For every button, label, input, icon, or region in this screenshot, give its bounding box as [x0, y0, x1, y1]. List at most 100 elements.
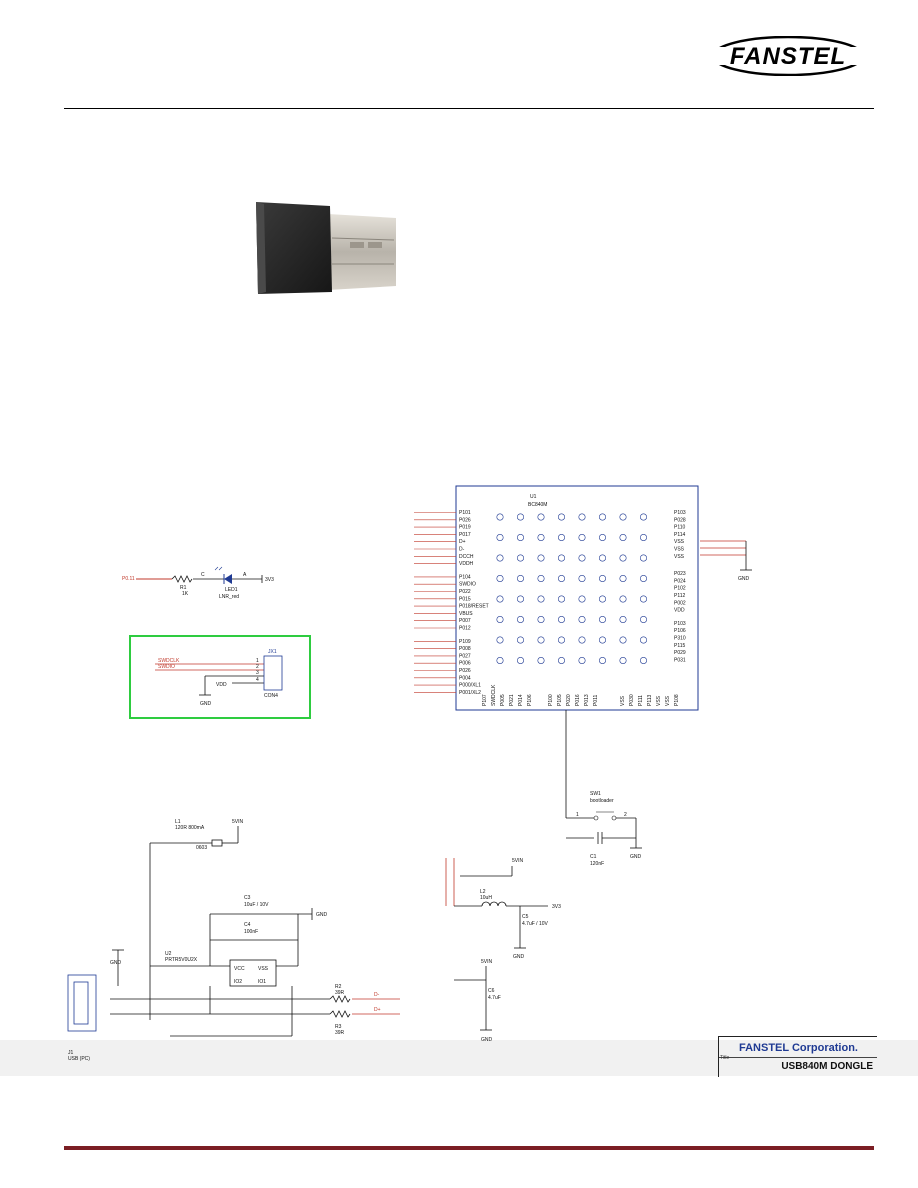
- module-pad: [578, 554, 586, 562]
- module-left-pin: P026: [459, 517, 471, 523]
- u2-val: PRTR5V0U2X: [165, 957, 198, 963]
- module-pad: [496, 595, 504, 603]
- module-pad: [496, 533, 504, 541]
- module-pad: [578, 636, 586, 644]
- l1-val: 120R 800mA: [175, 825, 205, 831]
- module-left-pin: P027: [459, 653, 471, 659]
- module-left-pin: P022: [459, 589, 471, 595]
- u2-pin-vcc: VCC: [234, 966, 245, 972]
- c1-val: 120nF: [590, 861, 604, 867]
- module-pad: [537, 513, 545, 521]
- module-bottom-pin: SWDCLK: [491, 684, 497, 706]
- module-pad: [578, 533, 586, 541]
- module-pad: [516, 574, 524, 582]
- module-pad: [557, 513, 565, 521]
- regulator-circuit: 5VIN L2 10uH 3V3 C5 4.7uF / 10V GND 5VIN…: [445, 858, 561, 1043]
- c6-ref: C6: [488, 988, 495, 994]
- module-left-pin: D+: [459, 539, 466, 545]
- module-right-pin: VSS: [674, 554, 685, 560]
- module-left-pin: VBUS: [459, 611, 473, 617]
- module-left-pin: P101: [459, 510, 471, 516]
- sw1-pin-2: 2: [624, 812, 627, 818]
- module-pad: [496, 656, 504, 664]
- module-pad: [598, 615, 606, 623]
- module-pad: [639, 595, 647, 603]
- title-block-label: Title: [720, 1055, 730, 1061]
- l1-ref: L1: [175, 819, 181, 825]
- title-block-title: USB840M DONGLE: [781, 1061, 873, 1072]
- module-pad: [557, 656, 565, 664]
- module-left-pins: P101P026P019P017D+D-DCCHVDDHP104SWDIOP02…: [414, 510, 489, 696]
- module-pad: [516, 656, 524, 664]
- module-right-pin: P029: [674, 650, 686, 656]
- module-right-pins: P103P028P110P114VSSVSSVSSP023P024P102P11…: [674, 510, 686, 663]
- swd-ref: JX1: [268, 649, 277, 655]
- module-pad: [496, 554, 504, 562]
- module-pad: [639, 533, 647, 541]
- module-pad: [619, 615, 627, 623]
- module-pad: [516, 554, 524, 562]
- led-net-label: P0.11: [122, 576, 135, 582]
- module-pad: [578, 656, 586, 664]
- led-circuit: P0.11 R1 1K C LED1 LNR_red A 3V3: [122, 566, 274, 600]
- module-pad: [619, 513, 627, 521]
- module-left-pin: P015: [459, 596, 471, 602]
- module-pad: [598, 554, 606, 562]
- module-pad: [619, 574, 627, 582]
- module-right-pin: P023: [674, 571, 686, 577]
- module-pad: [639, 636, 647, 644]
- c5-ref: C5: [522, 914, 529, 920]
- module-left-pin: P104: [459, 574, 471, 580]
- module-left-pin: P012: [459, 626, 471, 632]
- swd-net-clk: SWDCLK: [158, 658, 180, 664]
- footer-rule: [64, 1146, 874, 1150]
- module-pad: [619, 554, 627, 562]
- module-pad: [639, 574, 647, 582]
- module-right-pin: VDD: [674, 608, 685, 614]
- sw1-pin-1: 1: [576, 812, 579, 818]
- module-bottom-pin: P030: [629, 694, 635, 706]
- module-bottom-pin: P111: [638, 695, 644, 706]
- l2-ref: L2: [480, 889, 486, 895]
- swd-pin-2: 2: [256, 664, 259, 670]
- module-pad: [578, 615, 586, 623]
- module-bottom-pin: P108: [674, 694, 680, 706]
- module-pad: [598, 636, 606, 644]
- module-pad: [516, 636, 524, 644]
- module-pad: [557, 554, 565, 562]
- module-bottom-pin: P020: [566, 694, 572, 706]
- module-pad: [598, 574, 606, 582]
- module-pad: [516, 513, 524, 521]
- module-pad: [598, 656, 606, 664]
- module-pad: [557, 574, 565, 582]
- module-pad: [537, 554, 545, 562]
- r2-val: 39R: [335, 990, 345, 996]
- module-right-pin: P103: [674, 621, 686, 627]
- module-right-pin: P114: [674, 532, 686, 538]
- module-left-pin: P000/XL1: [459, 683, 481, 689]
- module-bottom-pin: VSS: [656, 695, 662, 706]
- module-right-pin: P115: [674, 643, 686, 649]
- module-left-pin: VDDH: [459, 561, 474, 567]
- module-bottom-pin: P016: [575, 694, 581, 706]
- led-pin-c: C: [201, 572, 205, 578]
- module-pad: [537, 636, 545, 644]
- module-left-pin: P006: [459, 661, 471, 667]
- c6-gnd: GND: [481, 1037, 493, 1043]
- module-pad: [578, 574, 586, 582]
- c4-ref: C4: [244, 922, 251, 928]
- module-left-pin: SWDIO: [459, 582, 476, 588]
- module-left-pin: P109: [459, 639, 471, 645]
- module-left-pin: P019: [459, 525, 471, 531]
- swd-gnd: GND: [200, 701, 212, 707]
- c5-val: 4.7uF / 10V: [522, 921, 549, 927]
- power-gnd-2: GND: [110, 960, 122, 966]
- module-ref: U1: [530, 494, 537, 500]
- module-right-pin: VSS: [674, 539, 685, 545]
- l1-pkg: 0603: [196, 845, 207, 851]
- usb-dm-label: D-: [374, 992, 380, 998]
- u2-pin-io2: IO2: [234, 979, 242, 985]
- title-block-company: FANSTEL Corporation.: [739, 1042, 858, 1054]
